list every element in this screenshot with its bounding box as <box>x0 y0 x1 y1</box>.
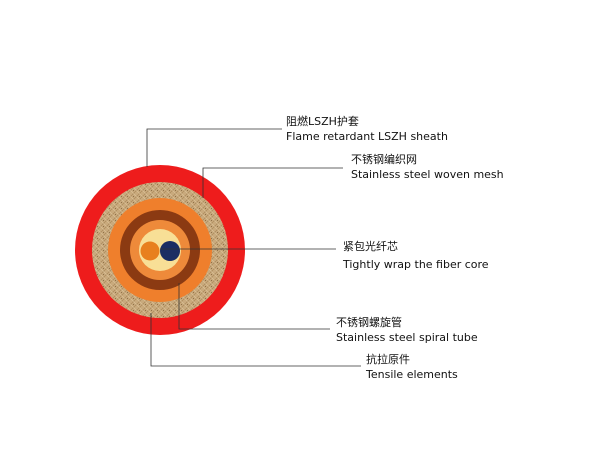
leader-line-tube <box>178 283 330 330</box>
label-tensile-zh: 抗拉原件 <box>366 352 410 366</box>
label-tube-zh: 不锈钢螺旋管 <box>336 315 402 329</box>
leader-line-mesh <box>202 167 343 198</box>
label-sheath-zh: 阻燃LSZH护套 <box>286 114 359 128</box>
label-core-zh: 紧包光纤芯 <box>343 239 398 253</box>
label-tensile-en: Tensile elements <box>365 368 458 381</box>
leader-line-sheath <box>146 128 282 167</box>
label-sheath-en: Flame retardant LSZH sheath <box>286 130 448 143</box>
label-tube-en: Stainless steel spiral tube <box>336 331 478 344</box>
label-core-en: Tightly wrap the fiber core <box>342 258 489 271</box>
label-mesh-en: Stainless steel woven mesh <box>351 168 504 181</box>
fiber-orange <box>140 241 160 261</box>
label-mesh-zh: 不锈钢编织网 <box>351 152 417 166</box>
leader-line-tensile <box>150 313 361 367</box>
fiber-navy <box>160 241 180 261</box>
